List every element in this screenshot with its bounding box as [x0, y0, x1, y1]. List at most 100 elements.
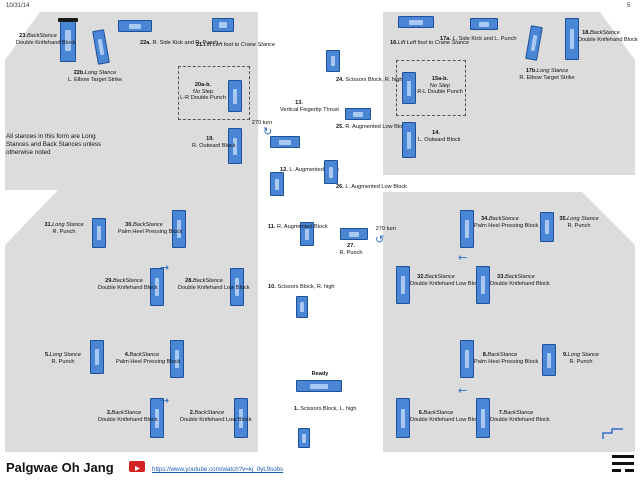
figure-33 — [476, 266, 490, 304]
figure-32 — [396, 266, 410, 304]
move-num: 34. — [481, 216, 489, 222]
move-text: L. Side Kick and L. Punch — [452, 36, 517, 42]
figure-14 — [402, 122, 416, 158]
figure-9 — [542, 344, 556, 376]
figure-25 — [345, 108, 371, 120]
move-27-label: 27.R. Punch — [336, 243, 366, 256]
move-num: 20a-b. — [194, 82, 212, 88]
move-text: L-R Double Punch — [180, 95, 226, 102]
figure-19 — [228, 128, 242, 164]
panel-top-right-cut — [600, 12, 635, 60]
move-text: L. Outward Block — [418, 136, 461, 143]
move-num: 6. — [418, 410, 424, 416]
move-1-label: 1. Scissors Block, L. high — [294, 406, 357, 413]
figure-10 — [296, 296, 308, 318]
move-text: R. Side Kick and R. Punch — [152, 40, 219, 46]
move-text: R. Punch — [339, 249, 363, 256]
move-text: Scissors Block, L. high — [300, 406, 357, 412]
move-num: 33. — [497, 274, 505, 280]
move-num: 25. — [336, 124, 344, 130]
figure-2 — [234, 398, 248, 438]
move-stance: BackStance — [129, 352, 160, 358]
move-num: 22b. — [73, 70, 85, 76]
move-num: 1. — [294, 406, 299, 412]
figure-11 — [300, 222, 314, 246]
move-num: 17b. — [525, 68, 537, 74]
move-num: 5. — [44, 352, 50, 358]
move-text: Double Knifehand Block — [98, 284, 158, 291]
video-link[interactable]: https://www.youtube.com/watch?v=kj_0yL9s… — [152, 466, 284, 473]
move-num: 27. — [347, 243, 355, 249]
move-stance: BackStance — [503, 410, 534, 416]
figure-16 — [398, 16, 434, 28]
move-num: 28. — [185, 278, 193, 284]
move-stance: BackStance — [488, 216, 519, 222]
move-num: 16. — [390, 40, 398, 46]
move-num: 35. — [559, 216, 568, 222]
figure-24 — [326, 50, 340, 72]
move-text: Double Knifehand Low Block — [410, 416, 482, 423]
move-num: 24. — [336, 77, 344, 83]
move-stance: Long Stance — [536, 68, 569, 74]
move-num: 4. — [124, 352, 130, 358]
move-stance: Long Stance — [567, 352, 600, 358]
move-num: 30. — [125, 222, 133, 228]
move-text: R. Elbow Target Strike — [519, 74, 575, 81]
figure-8 — [460, 340, 474, 378]
panel-mid-right — [383, 192, 635, 452]
move-text: Double Knifehand Low Block — [180, 416, 252, 423]
move-stance: Long Stance — [567, 216, 599, 222]
figure-21 — [212, 18, 234, 32]
move-num: 8. — [482, 352, 488, 358]
move-10-label: 10. Scissors Block, R. high — [268, 284, 335, 291]
move-stance: BackStance — [504, 274, 535, 280]
figure-29 — [150, 268, 164, 306]
move-stance: BackStance — [423, 410, 454, 416]
move-text: Palm Heel Pressing Block — [116, 358, 181, 365]
move-num: 18. — [582, 30, 590, 36]
turn-270-label-b: 270 turn — [375, 226, 397, 232]
move-stance: BackStance — [589, 30, 620, 36]
chevron-symbol-icon — [602, 428, 623, 439]
move-stance: Long Stance — [49, 352, 82, 358]
move-text: Scissors Block, R. high — [277, 284, 335, 290]
move-stance: Lift Left foot to Crane Stance — [397, 40, 469, 46]
figure-30 — [172, 210, 186, 248]
figure-3 — [150, 398, 164, 438]
move-text: Double Knifehand Block — [578, 36, 638, 43]
figure-12 — [270, 172, 284, 196]
move-num: 17a. — [440, 36, 451, 42]
figure-20ab — [228, 80, 242, 112]
figure-ready — [296, 380, 342, 392]
turn-270-label-a: 270 turn — [251, 120, 273, 126]
ready-label: Ready — [311, 371, 329, 377]
page-number: 5 — [627, 3, 631, 9]
move-text: Vertical Fingertip Thrust — [280, 106, 339, 113]
move-num: 15a-b. — [431, 76, 449, 82]
panel-top-left-cut — [5, 12, 40, 60]
move-26-label: 26. L. Augmented Low Block — [336, 184, 407, 191]
move-22a-label: 22a. R. Side Kick and R. Punch — [140, 40, 218, 47]
move-text: R. Augmented Low Block — [345, 124, 408, 130]
move-text: L. Augmented Low Block — [345, 184, 407, 190]
move-text: Double Knifehand Low Block — [178, 284, 250, 291]
move-text: Double Knifehand Low Block — [410, 280, 482, 287]
move-stance: BackStance — [424, 274, 455, 280]
move-num: 13. — [295, 100, 303, 106]
move-num: 11. — [268, 224, 276, 230]
figure-28 — [230, 268, 244, 306]
move-16-label: 16.Lift Left foot to Crane Stance — [390, 40, 469, 47]
youtube-play-icon[interactable] — [129, 461, 145, 472]
move-text: R. Punch — [567, 222, 591, 229]
move-stance: Long Stance — [84, 70, 117, 76]
figure-17a — [470, 18, 498, 30]
